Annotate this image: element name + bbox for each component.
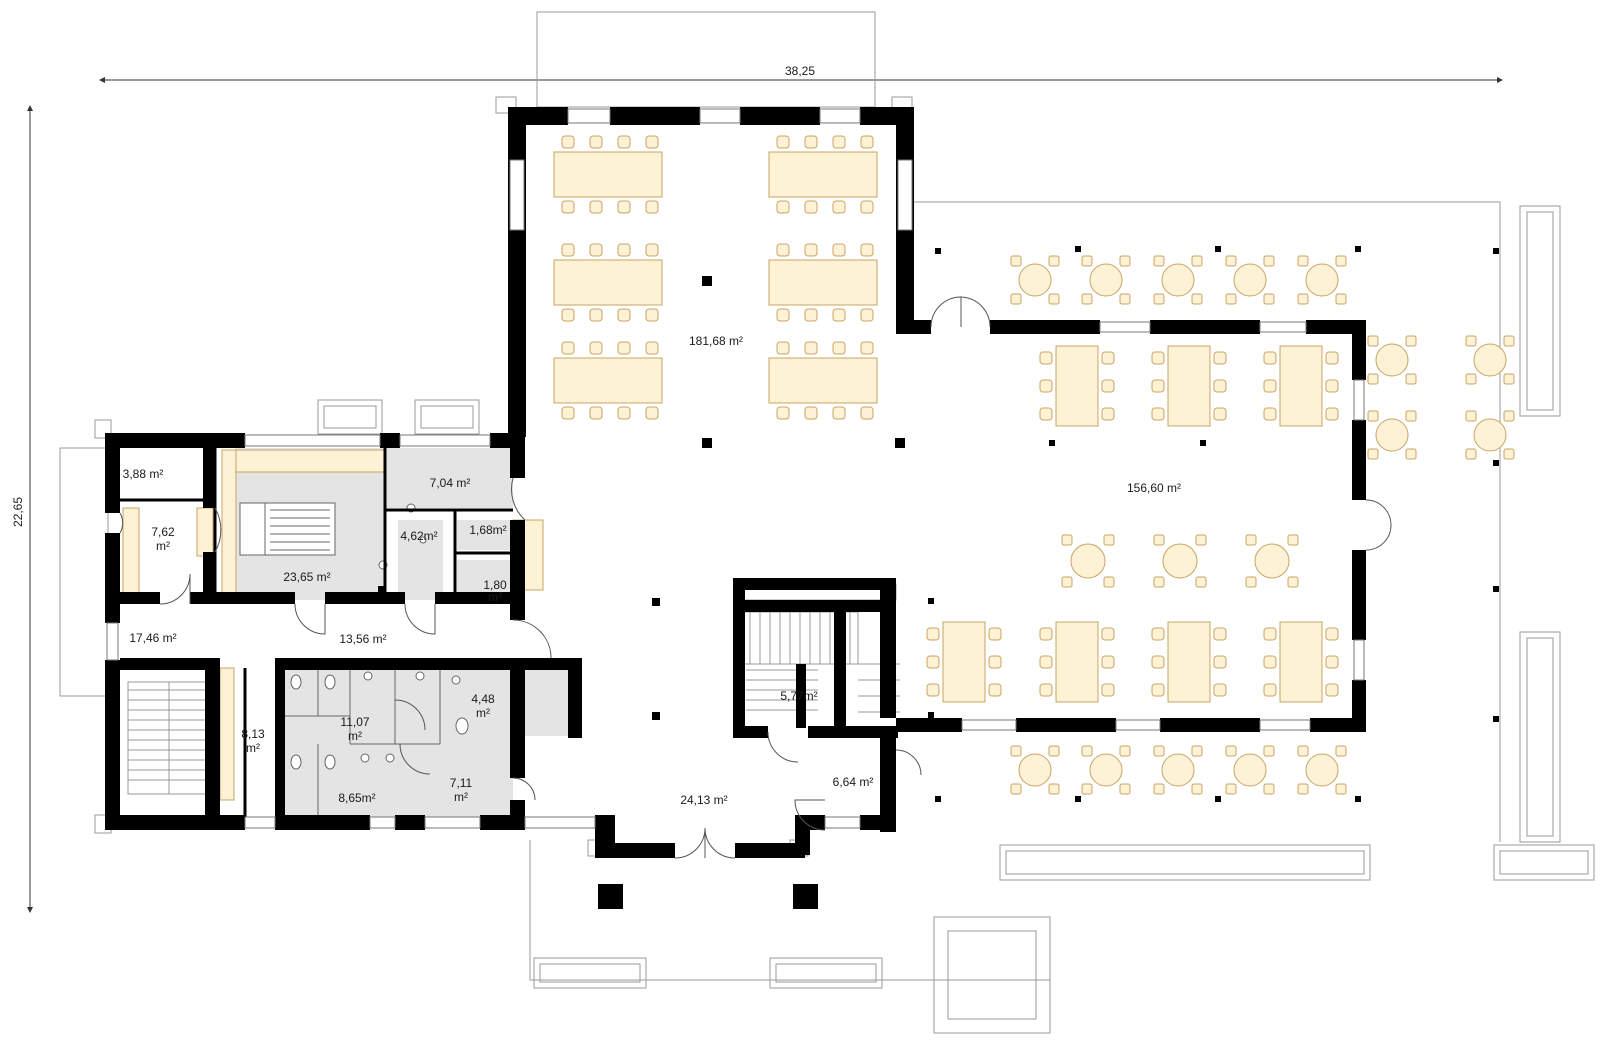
- room-label-dining-hall: 181,68 m²: [689, 334, 743, 348]
- room-label-terrace-hall: 156,60 m²: [1127, 481, 1181, 495]
- windows: [106, 108, 1365, 829]
- width-dimension-label: 38,25: [785, 64, 815, 78]
- chairs: [561, 135, 1339, 697]
- room-label-wc-lobby-unit: m²: [454, 790, 468, 804]
- room-label-wc-women-unit: m²: [348, 729, 362, 743]
- wc-fixtures: [279, 668, 469, 820]
- dining-furniture: [553, 151, 1507, 787]
- room-label-bar-storage: 5,77m²: [780, 689, 817, 703]
- room-label-lobby: 24,13 m²: [680, 793, 727, 807]
- room-label-wash-room: 4,62m²: [400, 529, 437, 543]
- room-label-storage: 3,88 m²: [123, 467, 164, 481]
- kitchen-counters: [122, 449, 544, 801]
- walls: [105, 107, 1499, 909]
- room-label-kitchen: 23,65 m²: [283, 570, 330, 584]
- room-label-closet-2-unit: m²: [488, 590, 502, 604]
- doors: [119, 296, 1392, 859]
- round-table-chairs: [1010, 255, 1515, 795]
- room-labels: 181,68 m² 156,60 m² 3,88 m² 7,62 m² 23,6…: [123, 334, 1181, 807]
- room-label-wc-lobby: 7,11: [450, 776, 473, 790]
- room-label-wc-accessible: 4,48: [471, 692, 495, 706]
- room-label-closet-1: 1,68m²: [469, 523, 506, 537]
- room-label-closet-2: 1,80: [483, 578, 507, 592]
- height-dimension-label: 22,65: [11, 497, 25, 527]
- room-label-wc-men: 8,65m²: [338, 791, 375, 805]
- room-label-cloakroom-unit: m²: [156, 539, 170, 553]
- room-label-stair-corridor: 8,13: [241, 727, 265, 741]
- room-label-wc-women: 11,07: [340, 715, 369, 729]
- room-label-vestibule: 6,64 m²: [833, 775, 874, 789]
- dimension-lines: [27, 77, 1503, 913]
- room-label-stair-corridor-unit: m²: [246, 741, 260, 755]
- room-label-corridor: 13,56 m²: [339, 632, 386, 646]
- room-label-entry-hall: 17,46 m²: [129, 631, 176, 645]
- room-label-prep-room: 7,04 m²: [430, 476, 471, 490]
- room-label-cloakroom: 7,62: [151, 525, 175, 539]
- room-label-wc-accessible-unit: m²: [476, 706, 490, 720]
